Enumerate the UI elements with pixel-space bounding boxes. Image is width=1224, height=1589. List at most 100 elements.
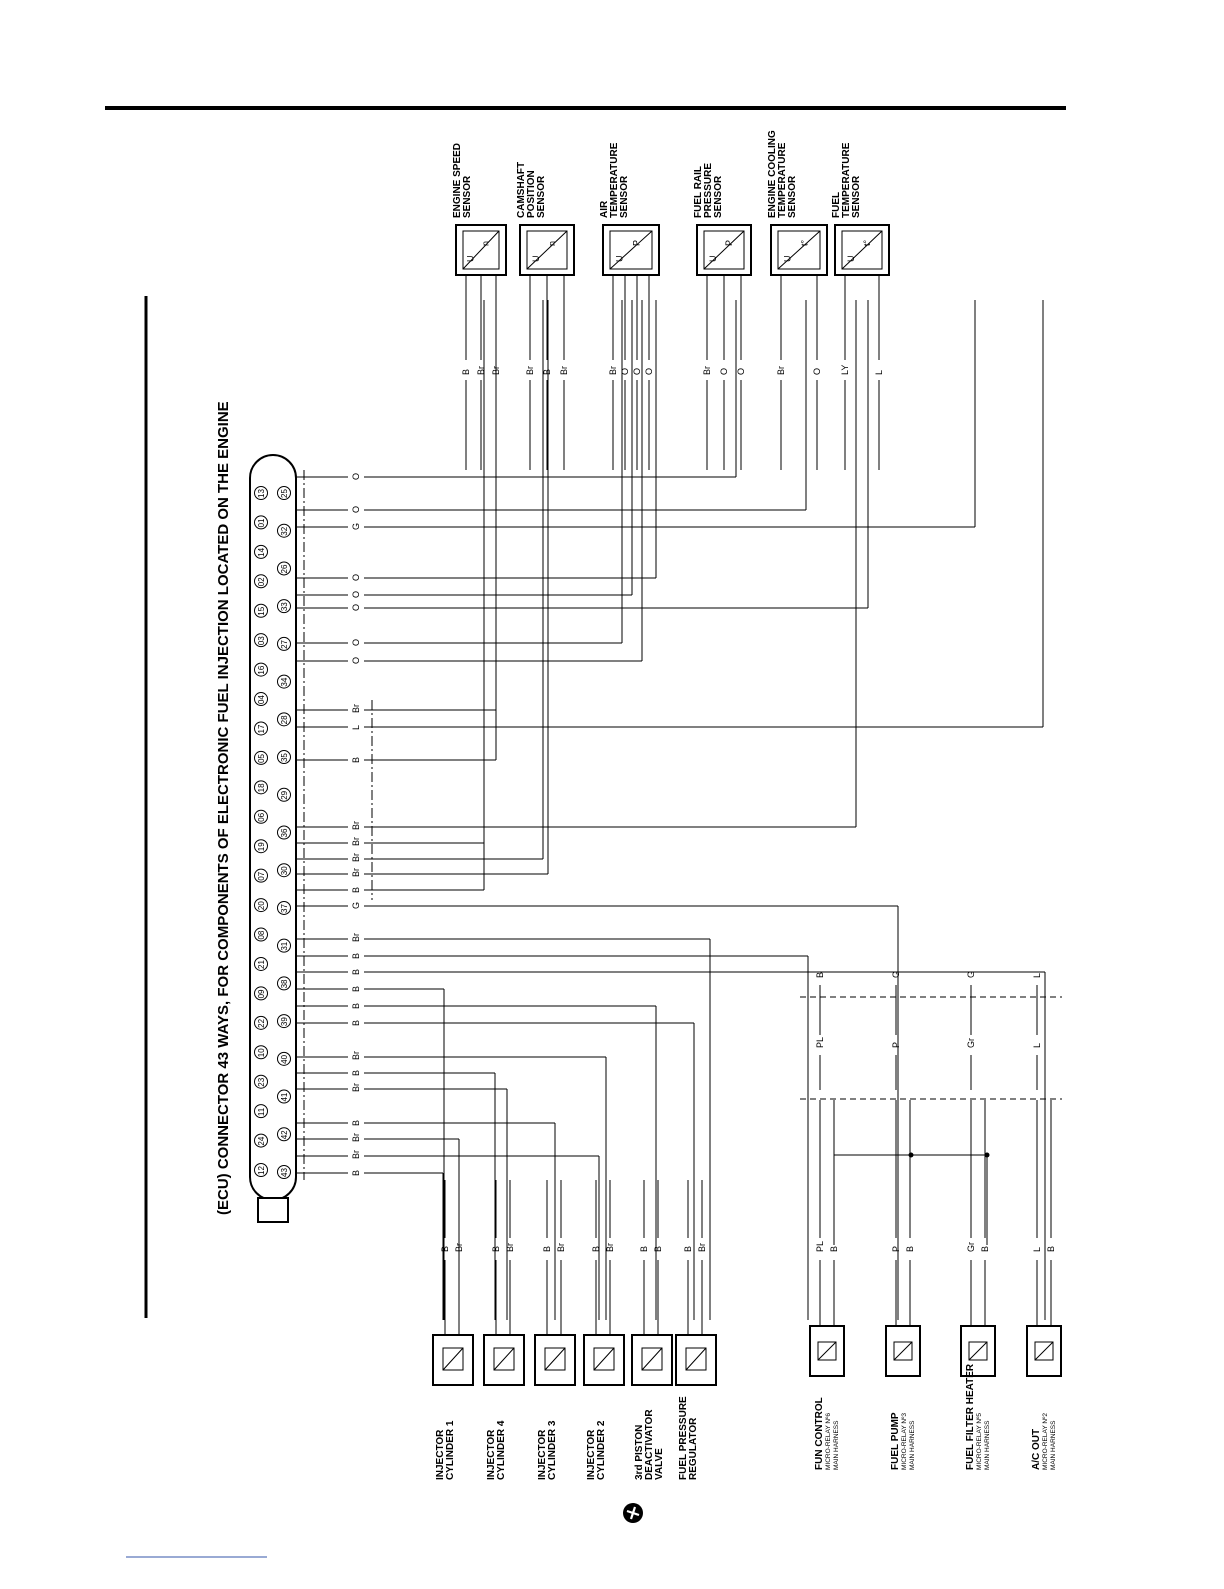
connector-pin-label: 13 <box>257 489 266 498</box>
wire-color-label: LY <box>840 365 850 375</box>
connector-pin-label: 02 <box>257 577 266 586</box>
connector-pin-label: 25 <box>280 489 289 498</box>
actuator-coil-diagonal <box>593 1347 615 1371</box>
connector-pin <box>277 1051 291 1066</box>
connector-pin <box>254 692 268 707</box>
connector-pin-label: 06 <box>257 812 266 821</box>
sensor-label: POSITION <box>526 170 537 218</box>
actuator-coil-diagonal <box>493 1347 515 1371</box>
connector-pin-label: 32 <box>280 526 289 535</box>
relay-subtitle: MICRO-RELAY Nº6 <box>825 1413 832 1470</box>
actuator-box <box>631 1334 673 1386</box>
connector-pin-label: 43 <box>280 1168 289 1177</box>
sensor-label: SENSOR <box>713 175 724 218</box>
sensor-symbol: n <box>481 241 491 246</box>
sensor-label: TEMPERATURE <box>841 142 852 218</box>
connector-pin <box>277 750 291 765</box>
actuator-coil-diagonal <box>544 1347 566 1371</box>
connector-pin <box>254 986 268 1001</box>
connector-pin <box>254 750 268 765</box>
actuator-label: VALVE <box>654 1448 665 1480</box>
connector-pin <box>277 636 291 651</box>
sensor-symbol-u: U <box>708 256 718 263</box>
wire-color-label: G <box>966 971 976 978</box>
sensor-label: TEMPERATURE <box>777 142 788 218</box>
wire-color-label: O <box>632 368 642 375</box>
wire-color-label: B <box>351 1070 361 1076</box>
wire-color-label: O <box>719 368 729 375</box>
actuator-label: DEACTIVATOR <box>644 1409 655 1480</box>
connector-pin <box>277 787 291 802</box>
actuator-label: CYLINDER 2 <box>596 1420 607 1480</box>
connector-pin <box>277 486 291 500</box>
wire-color-label: B <box>351 953 361 959</box>
actuator-label: INJECTOR <box>537 1429 548 1480</box>
wire-color-label: Br <box>505 1243 515 1252</box>
wire-color-label: O <box>351 591 361 598</box>
wire-color-label: L <box>351 725 361 730</box>
sensor-symbol-u: U <box>615 256 625 263</box>
connector-pin <box>277 674 291 689</box>
relay-coil-diagonal <box>1034 1341 1054 1361</box>
sensor-label: ENGINE SPEED <box>452 143 463 218</box>
wire-color-label: Br <box>351 704 361 713</box>
actuator-label: REGULATOR <box>688 1417 699 1480</box>
connector-pin-label: 19 <box>257 842 266 851</box>
wire-color-label: G <box>891 971 901 978</box>
sensor-symbol-u: U <box>466 256 476 263</box>
connector-pin-label: 31 <box>280 941 289 950</box>
wire-color-label: Br <box>351 1133 361 1142</box>
connector-pin-label: 26 <box>280 564 289 573</box>
sensor-symbol-diagonal <box>703 230 745 270</box>
wire-color-label: O <box>644 368 654 375</box>
connector-pin-label: 20 <box>257 901 266 910</box>
actuator-coil-diagonal <box>442 1347 464 1371</box>
wire-color-label: Br <box>702 366 712 375</box>
wire-color-label: O <box>812 368 822 375</box>
wire-color-label: Br <box>556 1243 566 1252</box>
wire-color-label: Gr <box>966 1038 976 1048</box>
wire-color-label: B <box>591 1246 601 1252</box>
wire-color-label: Gr <box>966 1242 976 1252</box>
wire-color-label: Br <box>559 366 569 375</box>
wire-color-label: Br <box>697 1243 707 1252</box>
connector-pin-label: 03 <box>257 636 266 645</box>
connector-pin-label: 40 <box>280 1054 289 1063</box>
connector-pin-label: 36 <box>280 828 289 837</box>
sensor-symbol-u: U <box>846 256 856 263</box>
connector-pin <box>277 523 291 538</box>
wire-color-label: G <box>351 902 361 909</box>
connector-pin <box>254 1104 268 1119</box>
connector-pin <box>254 721 268 736</box>
sensor-symbol-diagonal <box>777 230 821 270</box>
wire-color-label: Br <box>351 1051 361 1060</box>
sensor-symbol: n <box>547 241 557 246</box>
connector-pin <box>254 1163 268 1177</box>
actuator-coil-diagonal <box>641 1347 663 1371</box>
relay-subtitle: MAIN HARNESS <box>909 1420 916 1470</box>
relay-subtitle: MICRO-RELAY Nº3 <box>901 1413 908 1470</box>
junction-dot <box>984 1152 990 1158</box>
wire-color-label: B <box>1046 1246 1056 1252</box>
relay-subtitle: MICRO-RELAY Nº2 <box>1042 1413 1049 1470</box>
connector-pin-label: 07 <box>257 871 266 880</box>
connector-pin-label: 17 <box>257 724 266 733</box>
wire-color-label: B <box>351 1003 361 1009</box>
sensor-symbol-u: U <box>783 256 793 263</box>
connector-pin <box>254 868 268 883</box>
connector-pin-label: 29 <box>280 790 289 799</box>
wire-color-label: Br <box>351 868 361 877</box>
wire-color-label: O <box>351 657 361 664</box>
wire-color-label: O <box>351 574 361 581</box>
connector-pin-label: 04 <box>257 695 266 704</box>
actuator-label: INJECTOR <box>435 1429 446 1480</box>
wire-color-label: Br <box>608 366 618 375</box>
